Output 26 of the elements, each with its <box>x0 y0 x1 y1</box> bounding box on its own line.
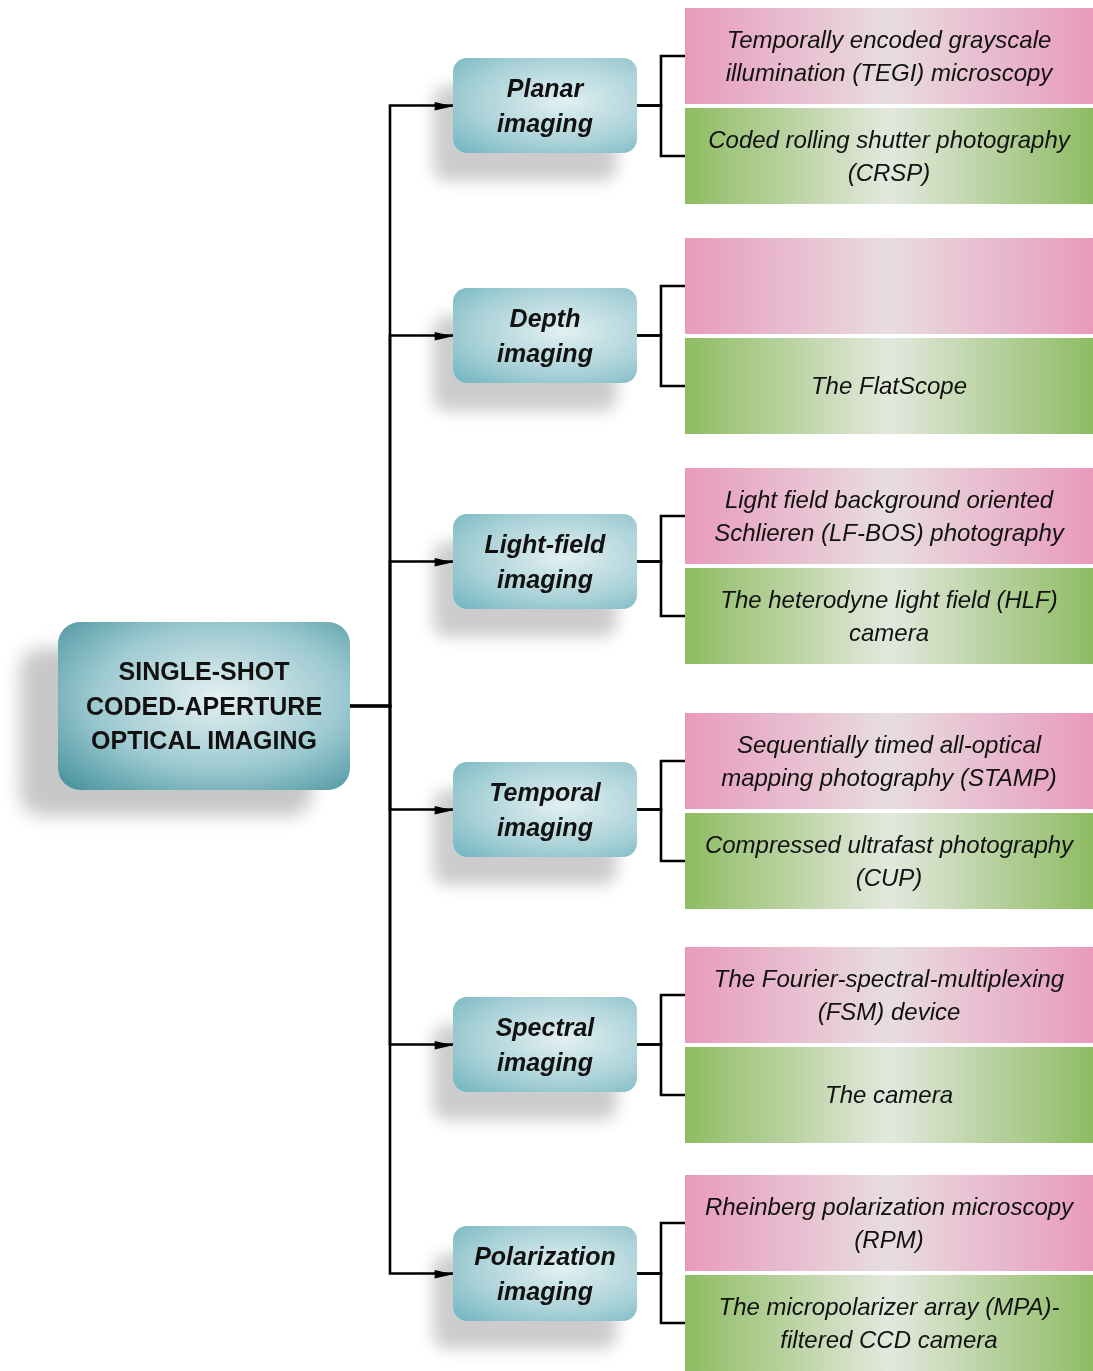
connector-line <box>637 1272 685 1325</box>
connector-line <box>637 560 685 618</box>
method-box: Rheinberg polarization microscopy (RPM) <box>685 1175 1093 1271</box>
connector-line <box>637 808 685 863</box>
connector-line <box>637 104 685 158</box>
arrow <box>350 704 453 1279</box>
root-box: SINGLE-SHOT CODED-APERTURE OPTICAL IMAGING <box>58 622 350 790</box>
method-box: Sequentially timed all-optical mapping photography (STAMP) <box>685 713 1093 809</box>
category-box: Polarization imaging <box>453 1226 637 1321</box>
method-box: The Fourier-spectral-multiplexing (FSM) device <box>685 947 1093 1043</box>
method-box: Light field background oriented Schlieren (LF-BOS) photography <box>685 468 1093 564</box>
category-box: Planar imaging <box>453 58 637 153</box>
method-box: The FlatScope <box>685 338 1093 434</box>
method-box: The heterodyne light field (HLF) camera <box>685 568 1093 664</box>
category-box: Depth imaging <box>453 288 637 383</box>
method-box: The micropolarizer array (MPA)-filtered CCD camera <box>685 1275 1093 1371</box>
connector-line <box>637 1043 685 1097</box>
method-box: The camera <box>685 1047 1093 1143</box>
category-box: Light-field imaging <box>453 514 637 609</box>
connector-line <box>637 334 685 388</box>
category-box: Spectral imaging <box>453 997 637 1092</box>
method-box: Compressed ultrafast photography (CUP) <box>685 813 1093 909</box>
empty-box <box>685 238 1093 334</box>
method-box: Temporally encoded grayscale illumination (TEGI) microscopy <box>685 8 1093 104</box>
category-box: Temporal imaging <box>453 762 637 857</box>
method-box: Coded rolling shutter photography (CRSP) <box>685 108 1093 204</box>
